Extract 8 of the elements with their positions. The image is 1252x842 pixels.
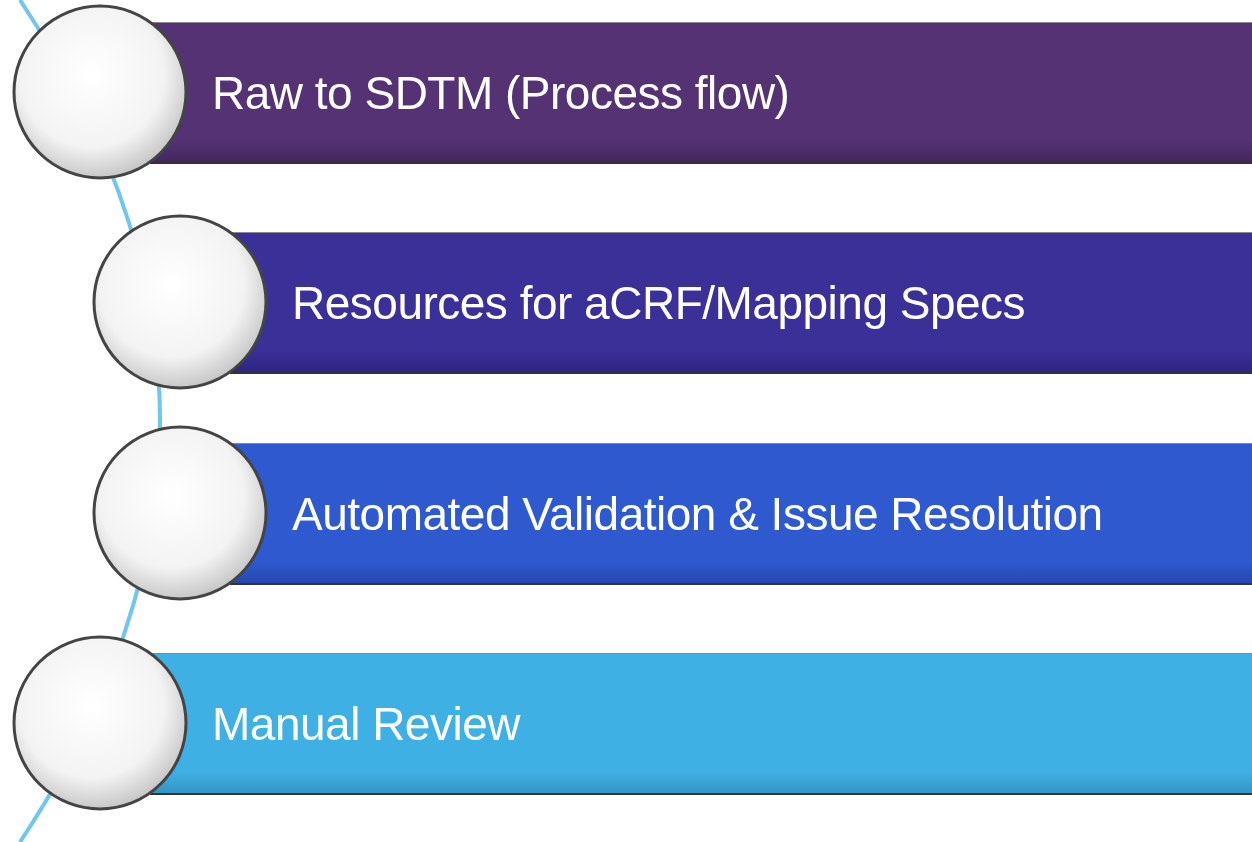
banner-text: Automated Validation & Issue Resolution xyxy=(292,486,1103,541)
banner-text: Resources for aCRF/Mapping Specs xyxy=(292,275,1026,330)
banner-bar xyxy=(150,22,1252,164)
banner-bar xyxy=(230,443,1252,585)
banner-text: Raw to SDTM (Process flow) xyxy=(212,65,790,120)
banner-text: Manual Review xyxy=(212,696,520,751)
banner-bar xyxy=(230,232,1252,374)
banner-bar xyxy=(150,653,1252,795)
